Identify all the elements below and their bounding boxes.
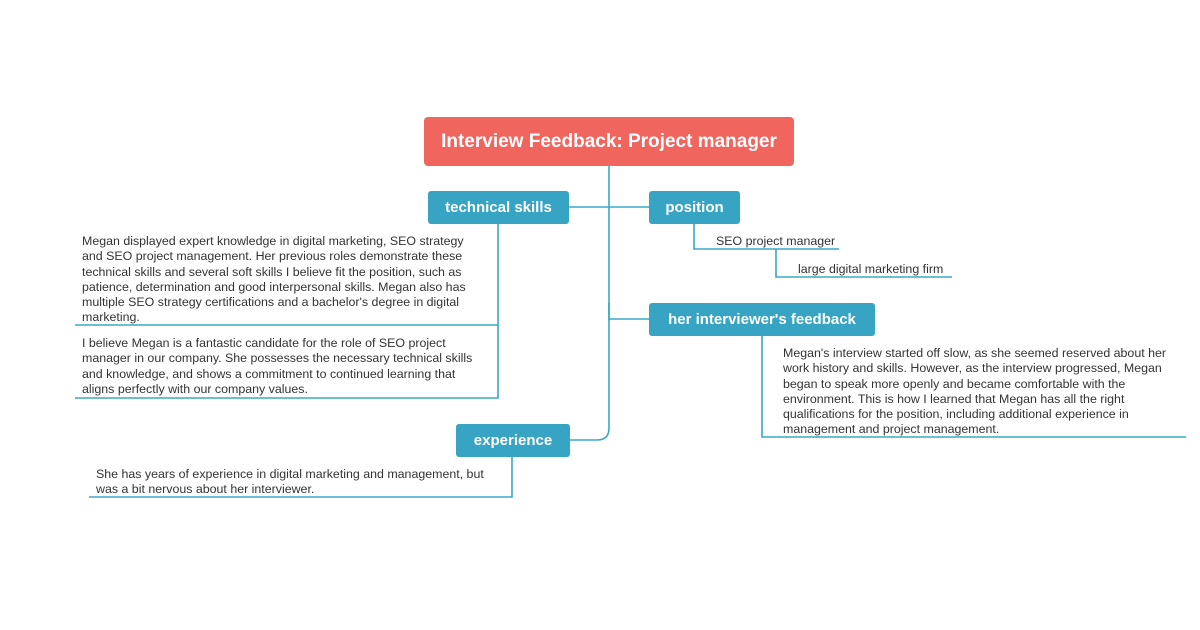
branch-interviewer-feedback-label: her interviewer's feedback (668, 311, 856, 328)
connector-position-child (693, 224, 839, 250)
position-child-topic[interactable]: SEO project manager (716, 234, 836, 248)
root-topic[interactable]: Interview Feedback: Project manager (424, 117, 794, 166)
branch-interviewer-feedback[interactable]: her interviewer's feedback (649, 303, 875, 336)
connector-technical-note-2 (75, 325, 499, 399)
branch-technical-skills-label: technical skills (445, 199, 552, 216)
branch-experience[interactable]: experience (456, 424, 570, 457)
connector-position-grandchild (775, 249, 952, 278)
position-grandchild-topic[interactable]: large digital marketing firm (798, 262, 944, 276)
experience-note[interactable]: She has years of experience in digital m… (96, 467, 484, 497)
branch-experience-label: experience (473, 432, 553, 449)
branch-technical-skills[interactable]: technical skills (428, 191, 569, 224)
technical-skills-note-2[interactable]: I believe Megan is a fantastic candidate… (82, 336, 473, 396)
branch-position-label: position (665, 199, 724, 216)
root-topic-label: Interview Feedback: Project manager (441, 130, 777, 152)
connector-experience-note (89, 457, 513, 498)
technical-skills-note-1[interactable]: Megan displayed expert knowledge in digi… (82, 234, 466, 325)
connector-interviewer-feedback (608, 303, 649, 320)
connector-trunk (569, 166, 610, 441)
interviewer-feedback-note[interactable]: Megan's interview started off slow, as s… (783, 346, 1167, 437)
branch-position[interactable]: position (649, 191, 740, 224)
connector-interviewer-note (761, 336, 1186, 438)
